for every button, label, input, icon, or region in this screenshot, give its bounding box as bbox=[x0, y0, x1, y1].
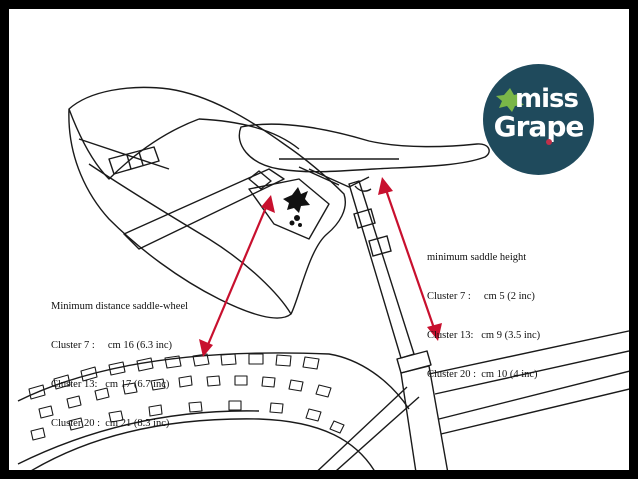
saddle-height-row-cluster-13: Cluster 13: cm 9 (3.5 inc) bbox=[427, 330, 541, 341]
logo-line-grape: Grape bbox=[493, 110, 585, 143]
saddle-wheel-title: Minimum distance saddle-wheel bbox=[51, 301, 189, 312]
post-straps bbox=[353, 185, 392, 257]
wheel-tyre bbox=[17, 352, 410, 470]
saddle-wheel-row-cluster-7: Cluster 7 : cm 16 (6.3 inc) bbox=[51, 340, 173, 351]
saddle-height-row-cluster-7: Cluster 7 : cm 5 (2 inc) bbox=[427, 291, 535, 302]
saddle bbox=[238, 123, 490, 188]
tyre-knobs bbox=[28, 353, 345, 441]
saddle-wheel-distance-arrow bbox=[199, 195, 275, 357]
saddle-height-arrow bbox=[378, 177, 442, 341]
saddle-bag bbox=[68, 86, 346, 319]
bike-frame bbox=[317, 180, 629, 470]
saddle-wheel-row-cluster-20: Cluster 20 : cm 21 (8.3 inc) bbox=[51, 418, 170, 429]
saddle-wheel-annotation: Minimum distance saddle-wheel Cluster 7 … bbox=[51, 274, 188, 456]
miss-grape-logo: miss Grape bbox=[483, 64, 594, 175]
bag-logo-icon bbox=[283, 187, 310, 227]
grape-leaf-icon bbox=[496, 88, 524, 112]
grape-berry-icon bbox=[546, 139, 552, 145]
saddle-height-row-cluster-20: Cluster 20 : cm 10 (4 inc) bbox=[427, 369, 538, 380]
logo-line-miss: miss bbox=[515, 84, 579, 114]
bike-illustration bbox=[17, 86, 629, 470]
saddle-height-annotation: minimum saddle height Cluster 7 : cm 5 (… bbox=[427, 225, 540, 407]
saddle-wheel-row-cluster-13: Cluster 13: cm 17 (6.7 inc) bbox=[51, 379, 170, 390]
saddle-height-title: minimum saddle height bbox=[427, 252, 527, 263]
